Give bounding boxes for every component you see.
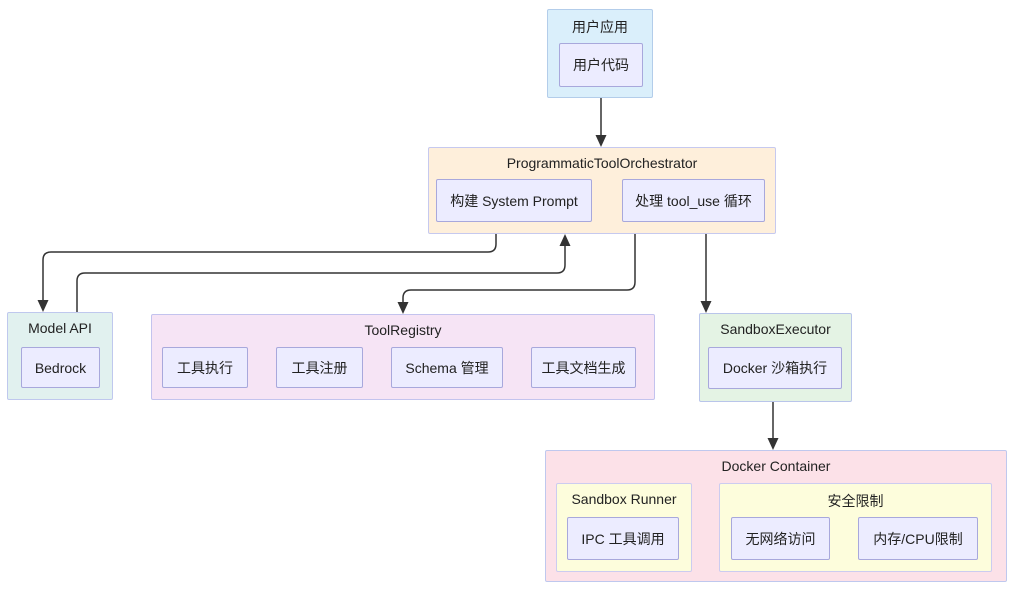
arrow-orchestrator-to-model-api: [42, 234, 497, 300]
sandbox-executor-title: SandboxExecutor: [720, 321, 831, 337]
tool-registry-title: ToolRegistry: [364, 322, 442, 338]
arrowhead-down: [700, 301, 712, 313]
node-ipc-tool-call: IPC 工具调用: [567, 517, 679, 560]
arrowhead-down: [767, 438, 779, 450]
node-tool-doc-gen: 工具文档生成: [531, 347, 636, 388]
sandbox-runner-title: Sandbox Runner: [571, 491, 677, 507]
arrowhead-down: [37, 300, 49, 312]
arrow-orchestrator-to-tool-registry: [402, 234, 636, 302]
arrowhead-down: [397, 302, 409, 314]
model-api-title: Model API: [28, 320, 92, 336]
node-no-network: 无网络访问: [731, 517, 830, 560]
node-tool-exec: 工具执行: [162, 347, 248, 388]
node-docker-sandbox-exec: Docker 沙箱执行: [708, 347, 842, 389]
arrowhead-up: [559, 234, 571, 246]
arrowhead-down: [595, 135, 607, 147]
node-tool-use-loop: 处理 tool_use 循环: [622, 179, 765, 222]
security-limits-title: 安全限制: [827, 493, 884, 509]
orchestrator-title: ProgrammaticToolOrchestrator: [506, 155, 698, 171]
node-build-system-prompt: 构建 System Prompt: [436, 179, 592, 222]
node-bedrock: Bedrock: [21, 347, 100, 388]
node-schema-mgmt: Schema 管理: [391, 347, 503, 388]
docker-container-title: Docker Container: [721, 458, 831, 474]
node-user-code: 用户代码: [559, 43, 643, 87]
user-app-title: 用户应用: [572, 19, 628, 35]
arrow-model-api-to-orchestrator: [76, 246, 566, 312]
node-mem-cpu-limit: 内存/CPU限制: [858, 517, 978, 560]
node-tool-register: 工具注册: [276, 347, 363, 388]
